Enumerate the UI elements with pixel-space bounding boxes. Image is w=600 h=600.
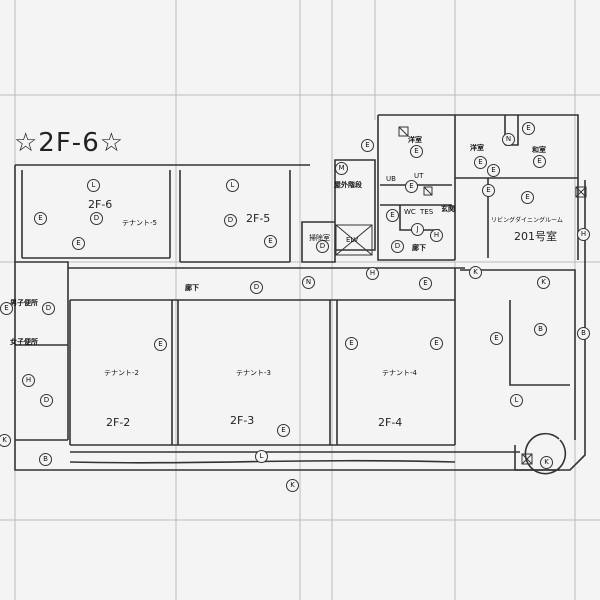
- fixture-marker: K: [469, 266, 482, 279]
- fixture-marker: E: [522, 122, 535, 135]
- fixture-marker: E: [277, 424, 290, 437]
- wc-label: WC: [404, 208, 416, 216]
- fixture-marker: E: [487, 164, 500, 177]
- cleaning-room-label: 掃除室: [309, 234, 330, 242]
- unit-201-label: 201号室: [514, 230, 557, 243]
- fixture-marker: E: [419, 277, 432, 290]
- fixture-marker: E: [345, 337, 358, 350]
- fixture-marker: N: [302, 276, 315, 289]
- fixture-marker: M: [335, 162, 348, 175]
- fixture-marker: E: [474, 156, 487, 169]
- mens-toilet-label: 男子便所: [10, 299, 38, 307]
- western-room-2-label: 洋室: [470, 144, 484, 152]
- fixture-marker: K: [286, 479, 299, 492]
- elevator-shaft: [335, 224, 373, 256]
- fixture-marker: D: [391, 240, 404, 253]
- fixture-marker: E: [533, 155, 546, 168]
- tenant-4-label: テナント-4: [382, 369, 417, 377]
- room-label-2f3: 2F-3: [230, 414, 255, 427]
- tenant-5-label: テナント-5: [122, 219, 157, 227]
- fixture-marker: E: [490, 332, 503, 345]
- fixture-marker: E: [482, 184, 495, 197]
- fixture-marker: E: [154, 338, 167, 351]
- fixture-marker: B: [577, 327, 590, 340]
- fixture-marker: E: [361, 139, 374, 152]
- entrance-label: 玄関: [441, 205, 455, 213]
- fixture-marker: B: [534, 323, 547, 336]
- japanese-room-label: 和室: [532, 146, 546, 154]
- room-label-2f4: 2F-4: [378, 416, 403, 429]
- tenant-2-label: テナント-2: [104, 369, 139, 377]
- fixture-marker: B: [39, 453, 52, 466]
- fixture-marker: E: [0, 302, 13, 315]
- floor-title: ☆2F-6☆: [14, 128, 125, 158]
- fixture-marker: D: [224, 214, 237, 227]
- fixture-marker: E: [264, 235, 277, 248]
- fixture-marker: H: [366, 267, 379, 280]
- western-room-1-label: 洋室: [408, 136, 422, 144]
- fixture-marker: L: [255, 450, 268, 463]
- room-label-2f5: 2F-5: [246, 212, 271, 225]
- fixture-marker: J: [411, 223, 424, 236]
- womens-toilet-label: 女子便所: [10, 338, 38, 346]
- fixture-marker: K: [540, 456, 553, 469]
- fixture-marker: D: [316, 240, 329, 253]
- room-label-2f2: 2F-2: [106, 416, 131, 429]
- room-label-2f6: 2F-6: [88, 198, 113, 211]
- elevator-label: ELV: [346, 236, 359, 244]
- utility-label: UT: [414, 172, 424, 180]
- fixture-marker: H: [430, 229, 443, 242]
- fixture-marker: E: [521, 191, 534, 204]
- fixture-marker: L: [510, 394, 523, 407]
- fixture-marker: D: [90, 212, 103, 225]
- fixture-marker: K: [537, 276, 550, 289]
- fixture-marker: L: [87, 179, 100, 192]
- corridor-label: 廊下: [185, 284, 199, 292]
- fixture-marker: E: [430, 337, 443, 350]
- unit-bath-label: UB: [386, 175, 396, 183]
- fixture-marker: E: [34, 212, 47, 225]
- tenant-3-label: テナント-3: [236, 369, 271, 377]
- fixture-marker: L: [226, 179, 239, 192]
- tes-label: TES: [420, 208, 434, 216]
- fixture-marker: H: [22, 374, 35, 387]
- fixture-marker: D: [42, 302, 55, 315]
- fixture-marker: E: [386, 209, 399, 222]
- ldk-label: リビングダイニングルーム: [491, 217, 563, 224]
- fixture-marker: D: [40, 394, 53, 407]
- fixture-marker: N: [502, 133, 515, 146]
- fixture-marker: E: [72, 237, 85, 250]
- fixture-marker: E: [405, 180, 418, 193]
- fixture-marker: K: [0, 434, 11, 447]
- fixture-marker: D: [250, 281, 263, 294]
- fixture-marker: E: [410, 145, 423, 158]
- fixture-marker: H: [577, 228, 590, 241]
- outdoor-stairs-label: 屋外階段: [334, 181, 362, 189]
- vent-boxes: [398, 126, 587, 465]
- hall-label: 廊下: [412, 244, 426, 252]
